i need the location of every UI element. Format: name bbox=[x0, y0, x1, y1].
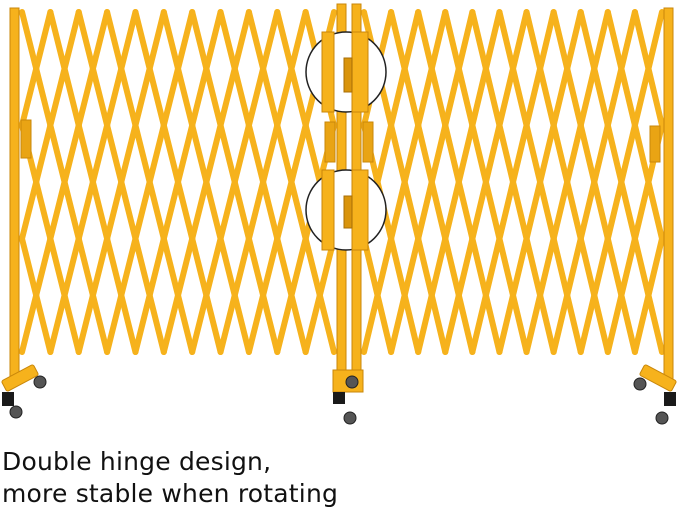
lattice-bar bbox=[189, 122, 224, 242]
lattice-bar bbox=[245, 122, 281, 242]
lattice-bar bbox=[415, 235, 449, 355]
lattice-bar bbox=[415, 9, 449, 129]
lattice-bar bbox=[496, 122, 530, 242]
right-end-post bbox=[639, 7, 677, 406]
lattice-bar bbox=[631, 235, 665, 355]
lattice-bar bbox=[132, 9, 167, 129]
lattice-bar bbox=[442, 122, 476, 242]
lattice-bar bbox=[442, 9, 476, 129]
lattice-bar bbox=[415, 122, 449, 242]
lattice-bar bbox=[577, 9, 611, 129]
lattice-bar bbox=[496, 235, 530, 355]
lattice-bar bbox=[523, 9, 557, 129]
lattice-bar bbox=[132, 122, 167, 242]
lattice-bar bbox=[47, 235, 82, 355]
lattice-bar bbox=[75, 9, 111, 129]
lattice-bar bbox=[604, 235, 638, 355]
lattice-bar bbox=[577, 235, 611, 355]
lattice-bar bbox=[388, 122, 422, 242]
caption-line-1: Double hinge design, bbox=[2, 447, 272, 476]
lattice-bar bbox=[104, 9, 139, 129]
lattice-bar bbox=[160, 122, 196, 242]
lattice-bar bbox=[19, 122, 54, 242]
lattice-bar bbox=[245, 235, 281, 355]
lattice-bar bbox=[523, 122, 557, 242]
lattice-bar bbox=[132, 235, 167, 355]
lattice-bar bbox=[104, 122, 139, 242]
lattice-bar bbox=[604, 122, 638, 242]
lattice-bar bbox=[631, 9, 665, 129]
lattice-bar bbox=[469, 9, 503, 129]
lattice-bar bbox=[550, 122, 584, 242]
lattice-bar bbox=[75, 235, 111, 355]
lattice-bar bbox=[47, 122, 82, 242]
lattice-bar bbox=[577, 122, 611, 242]
lattice-bar bbox=[160, 9, 196, 129]
lattice-bar bbox=[442, 235, 476, 355]
lattice-bar bbox=[75, 122, 111, 242]
lattice-bar bbox=[189, 9, 224, 129]
lattice-bar bbox=[523, 235, 557, 355]
gate-lattice-left bbox=[19, 9, 337, 355]
caster-wheel-icon bbox=[9, 375, 669, 425]
lattice-bar bbox=[302, 235, 337, 355]
lattice-bar bbox=[361, 235, 395, 355]
lattice-bar bbox=[47, 9, 82, 129]
lattice-bar bbox=[217, 235, 252, 355]
lattice-bar bbox=[274, 9, 309, 129]
lattice-bar bbox=[550, 235, 584, 355]
lattice-bar bbox=[550, 9, 584, 129]
lattice-bar bbox=[217, 9, 252, 129]
expandable-gate-illustration bbox=[1, 3, 677, 425]
lattice-bar bbox=[274, 235, 309, 355]
lattice-bar bbox=[388, 235, 422, 355]
lattice-bar bbox=[604, 9, 638, 129]
lattice-bar bbox=[160, 235, 196, 355]
caption-line-2: more stable when rotating bbox=[2, 479, 339, 508]
lattice-bar bbox=[217, 122, 252, 242]
lattice-bar bbox=[104, 235, 139, 355]
lattice-bar bbox=[496, 9, 530, 129]
lattice-bar bbox=[19, 9, 54, 129]
lattice-bar bbox=[245, 9, 281, 129]
lattice-bar bbox=[469, 235, 503, 355]
lattice-bar bbox=[19, 235, 54, 355]
lattice-bar bbox=[388, 9, 422, 129]
left-end-post bbox=[1, 7, 39, 406]
hinge-zoom-circle-bottom bbox=[305, 169, 387, 251]
hinge-zoom-circle-top bbox=[305, 31, 387, 113]
lattice-bar bbox=[189, 235, 224, 355]
lattice-bar bbox=[469, 122, 503, 242]
gate-lattice-right bbox=[361, 9, 665, 355]
lattice-bar bbox=[274, 122, 309, 242]
